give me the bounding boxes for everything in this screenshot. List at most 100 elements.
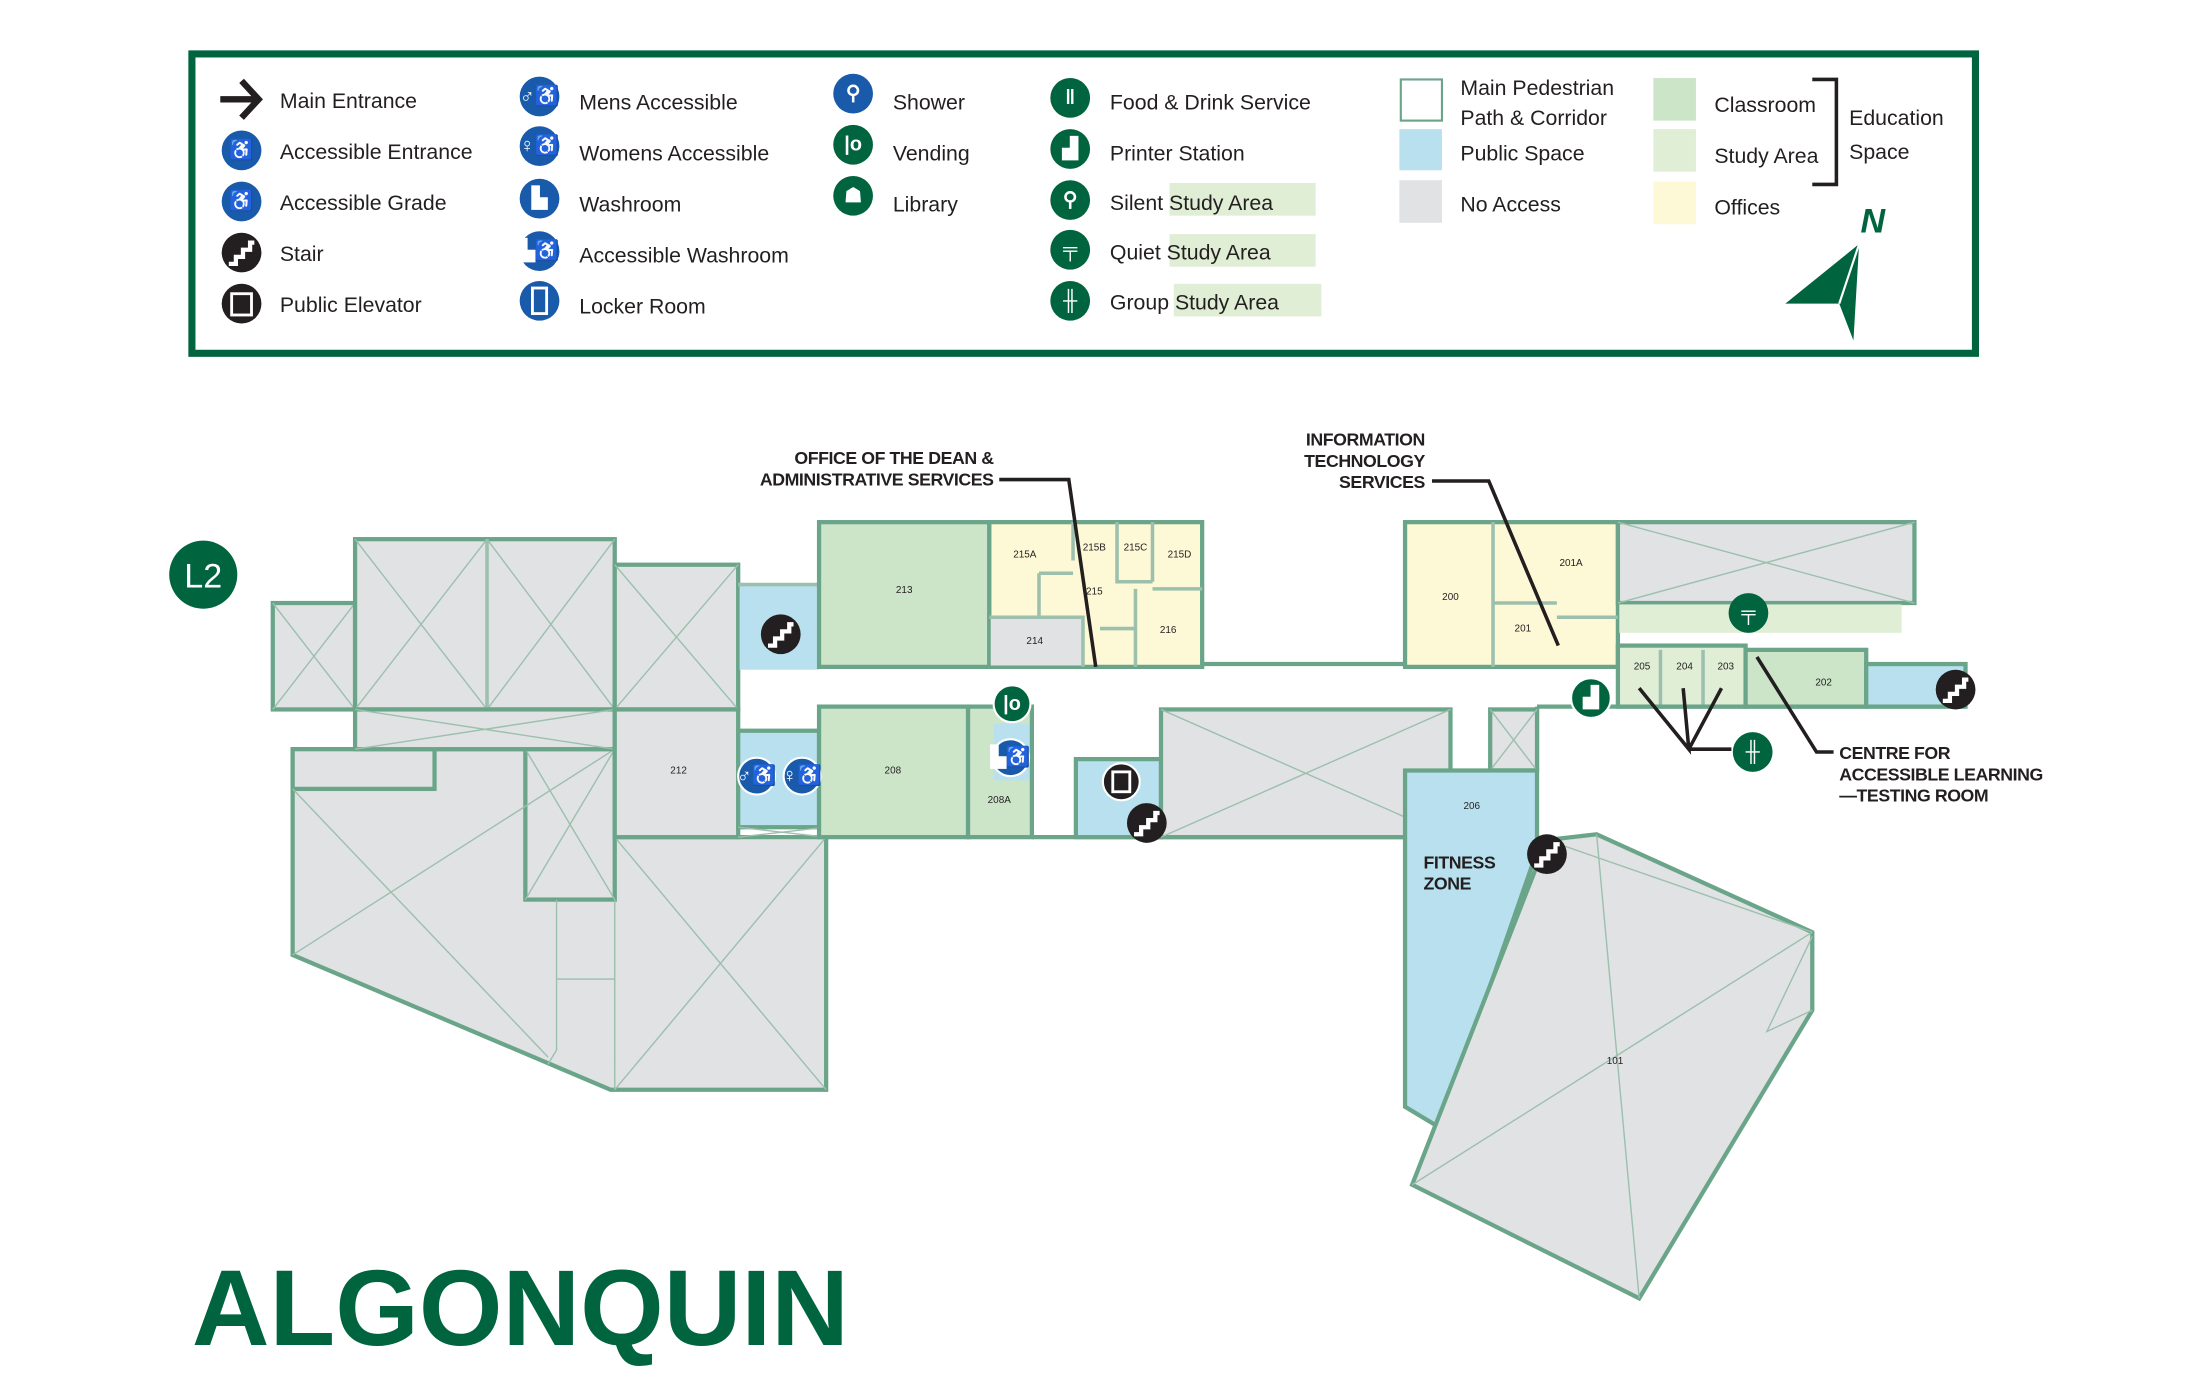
legend-label: Shower (893, 90, 965, 114)
legend-silent-study: ⚲ Silent Study Area (1050, 180, 1273, 220)
svg-text:♂♿: ♂♿ (520, 84, 560, 107)
legend-label: Main Entrance (280, 89, 417, 113)
elevator-icon (1101, 762, 1141, 802)
legend-washroom: ▙Washroom (519, 178, 681, 219)
accessible-learning-label: CENTRE FOR (1839, 743, 1951, 763)
svg-text:▟: ▟ (1582, 684, 1599, 710)
svg-text:▟: ▟ (1062, 135, 1079, 161)
quiet-study-icon (1050, 229, 1091, 270)
group-study-icon (1050, 280, 1091, 321)
level-label: L2 (184, 557, 222, 595)
svg-text:♿: ♿ (229, 189, 254, 212)
toilet-icon (519, 178, 560, 219)
wheelchair-icon (221, 130, 262, 171)
vending-icon (833, 124, 873, 165)
svg-text:♀♿: ♀♿ (520, 134, 560, 157)
svg-text:╤: ╤ (1740, 602, 1756, 626)
locker-icon (519, 280, 560, 321)
fitness-zone-label: FITNESS (1424, 852, 1496, 872)
room-208a: 208A (988, 795, 1012, 806)
room-201a: 201A (1559, 558, 1583, 569)
silent-study-icon (1050, 180, 1091, 220)
fitness-zone-label: ZONE (1424, 874, 1472, 894)
legend-main-entrance: Main Entrance (220, 78, 417, 120)
legend-label: Education (1849, 106, 1944, 130)
legend-label: Offices (1714, 195, 1780, 219)
legend-label: Silent Study Area (1110, 191, 1273, 215)
legend-label: Stair (280, 242, 324, 266)
womens-accessible-icon: ♀♿ (782, 756, 822, 796)
its-label: TECHNOLOGY (1304, 451, 1425, 471)
stair-icon (1126, 803, 1167, 843)
swatch-public-space (1399, 129, 1442, 171)
legend-group-study: ╫ Group Study Area (1050, 280, 1279, 321)
accessible-grade-icon (221, 181, 262, 222)
room-213: 213 (896, 585, 913, 596)
room-201: 201 (1515, 623, 1532, 634)
education-bracket (1812, 77, 1839, 187)
level-badge: L2 (169, 540, 238, 609)
svg-text:♿: ♿ (229, 138, 254, 161)
legend-accessible-grade: ♿ Accessible Grade (221, 181, 447, 222)
svg-text:|o: |o (1003, 693, 1021, 715)
mens-accessible-icon (519, 76, 560, 117)
legend-locker-room: Locker Room (519, 280, 706, 321)
room-215a: 215A (1013, 550, 1037, 561)
room-203: 203 (1717, 662, 1734, 673)
elevator-icon (221, 283, 262, 324)
legend-label: Classroom (1714, 93, 1816, 117)
svg-text:|o: |o (844, 134, 862, 156)
algonquin-logo: ALGONQUIN (192, 1247, 849, 1368)
womens-accessible-icon (519, 126, 560, 167)
legend-label: Womens Accessible (579, 141, 769, 165)
accessible-washroom-icon (519, 231, 560, 272)
callouts: OFFICE OF THE DEAN & ADMINISTRATIVE SERV… (760, 430, 2043, 894)
room-214: 214 (1026, 636, 1043, 647)
printer-icon: ▟ (1570, 677, 1612, 720)
stair-icon (1527, 834, 1567, 875)
room-206: 206 (1463, 801, 1480, 812)
legend-shower: ⚲Shower (833, 73, 965, 114)
legend-label: Accessible Entrance (280, 140, 473, 164)
its-label: INFORMATION (1306, 430, 1425, 450)
swatch-offices (1653, 181, 1696, 225)
north-arrow: N (1785, 203, 1887, 341)
legend-public-elevator: Public Elevator (221, 283, 422, 324)
group-study-icon: ╫ (1732, 732, 1773, 772)
legend-vending: |o Vending (833, 124, 970, 165)
legend-label: Accessible Grade (280, 191, 447, 215)
legend-quiet-study: ╤Quiet Study Area (1050, 229, 1271, 270)
svg-text:╫: ╫ (1745, 739, 1761, 765)
legend-food-drink: ǁ Food & Drink Service (1050, 78, 1311, 118)
svg-text:⚲: ⚲ (1063, 189, 1078, 211)
legend-label: Vending (893, 141, 970, 165)
vending-icon: |o (992, 684, 1032, 724)
swatch-main-path (1399, 78, 1444, 122)
svg-text:▙♿: ▙♿ (519, 237, 560, 263)
its-label: SERVICES (1339, 472, 1425, 492)
room-208: 208 (885, 765, 902, 776)
svg-text:▙♿: ▙♿ (990, 744, 1031, 770)
svg-text:♀♿: ♀♿ (782, 764, 822, 787)
room-101: 101 (1607, 1056, 1624, 1067)
dean-office-label: ADMINISTRATIVE SERVICES (760, 469, 994, 489)
legend-label: Quiet Study Area (1110, 241, 1271, 265)
legend-label: Library (893, 192, 958, 216)
legend-label: Group Study Area (1110, 290, 1279, 314)
map-icons: |o ♂♿ ♀♿ ▙♿ ▟ ╤ ╫ (737, 593, 1976, 875)
svg-text:╫: ╫ (1062, 288, 1078, 314)
legend-label: Food & Drink Service (1110, 90, 1311, 114)
room-215c: 215C (1124, 543, 1148, 554)
room-215: 215 (1086, 587, 1103, 598)
legend-accessible-washroom: ▙♿Accessible Washroom (519, 231, 789, 272)
svg-text:ǁ: ǁ (1065, 87, 1075, 109)
fork-knife-icon (1050, 78, 1091, 118)
legend-label: Printer Station (1110, 141, 1245, 165)
legend-label: Study Area (1714, 144, 1818, 168)
room-215b: 215B (1083, 543, 1107, 554)
north-label: N (1861, 203, 1887, 241)
room-212: 212 (670, 765, 687, 776)
room-205: 205 (1634, 662, 1651, 673)
legend-label: Locker Room (579, 295, 705, 319)
